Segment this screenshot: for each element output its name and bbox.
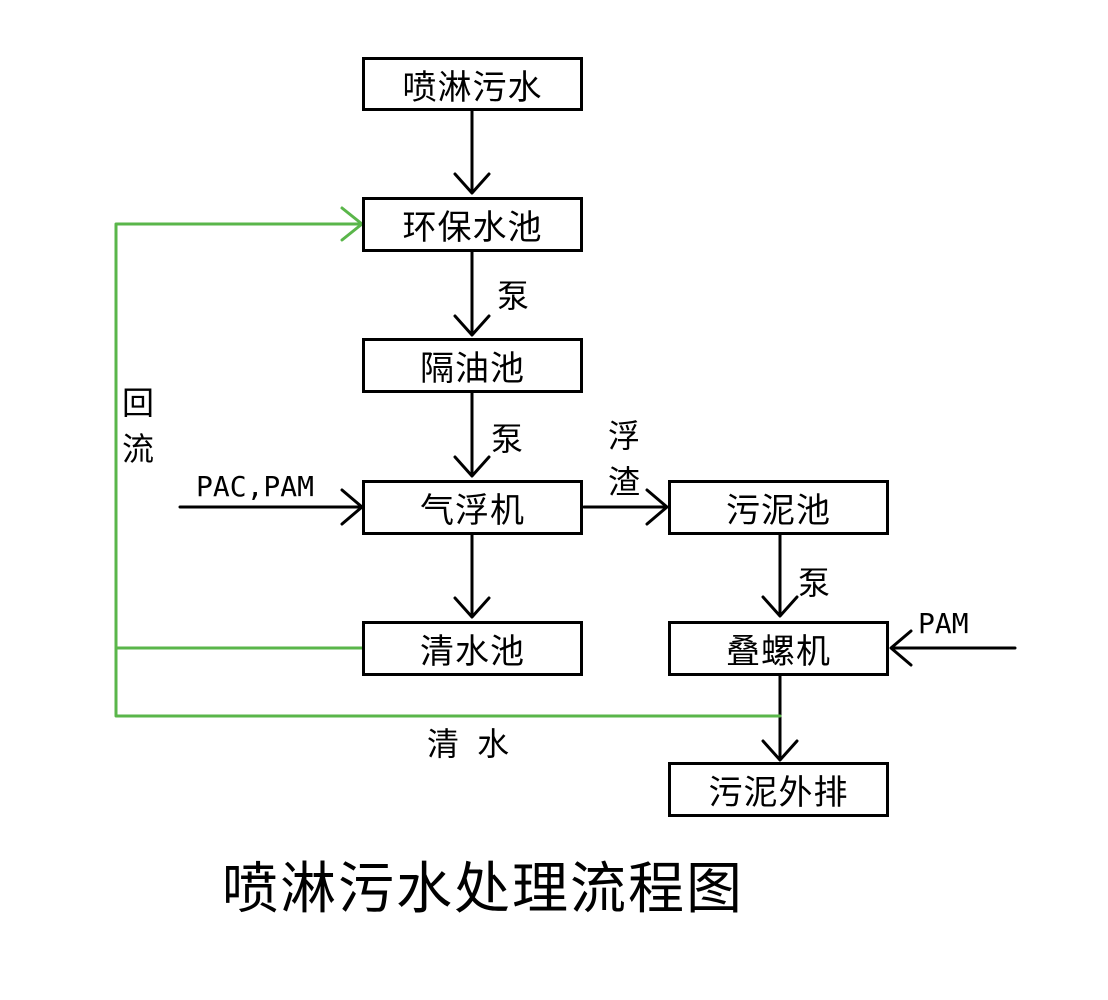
label-chem-left: PAC,PAM: [196, 470, 315, 503]
label-clear-water: 清 水: [427, 725, 510, 763]
arrowhead-env-to-oil: [453, 314, 491, 337]
diagram-caption: 喷淋污水处理流程图: [222, 857, 744, 922]
label-pump-2: 泵: [491, 420, 524, 458]
arrowhead-pam-to-press: [889, 629, 913, 667]
box-env-tank-text: 环保水池: [402, 208, 543, 248]
arrowhead-flotation-to-sludge: [645, 488, 669, 526]
box-oil-separator-text: 隔油池: [420, 349, 525, 389]
label-reflux-text: 回流: [121, 384, 154, 468]
box-sludge-tank: 污泥池: [668, 480, 889, 535]
box-spray-water: 喷淋污水: [362, 57, 583, 111]
box-clear-tank-text: 清水池: [420, 632, 525, 672]
label-pump-3: 泵: [798, 564, 831, 602]
arrowhead-flotation-to-clear: [453, 596, 491, 619]
box-env-tank: 环保水池: [362, 197, 583, 252]
label-reflux: 回流: [118, 380, 158, 472]
arrowhead-oil-to-flotation: [453, 455, 491, 478]
box-sludge-tank-text: 污泥池: [726, 491, 831, 531]
box-air-flotation: 气浮机: [362, 480, 583, 535]
box-sludge-out: 污泥外排: [668, 762, 889, 817]
box-screw-press: 叠螺机: [668, 621, 889, 676]
return-line-main: [114, 222, 782, 718]
box-spray-water-text: 喷淋污水: [402, 67, 543, 108]
box-screw-press-text: 叠螺机: [726, 632, 831, 672]
arrowhead-spray-to-env: [453, 172, 491, 195]
label-chem-right: PAM: [918, 607, 969, 640]
box-sludge-out-text: 污泥外排: [708, 773, 849, 813]
label-pump-1: 泵: [497, 277, 530, 315]
label-scum-text: 浮渣: [607, 417, 640, 501]
arrowhead-press-to-out: [761, 739, 799, 762]
box-oil-separator: 隔油池: [362, 338, 583, 393]
arrowhead-sludge-to-press: [761, 595, 799, 618]
box-air-flotation-text: 气浮机: [420, 491, 525, 531]
label-scum: 浮渣: [604, 413, 644, 505]
box-clear-tank: 清水池: [362, 621, 583, 676]
